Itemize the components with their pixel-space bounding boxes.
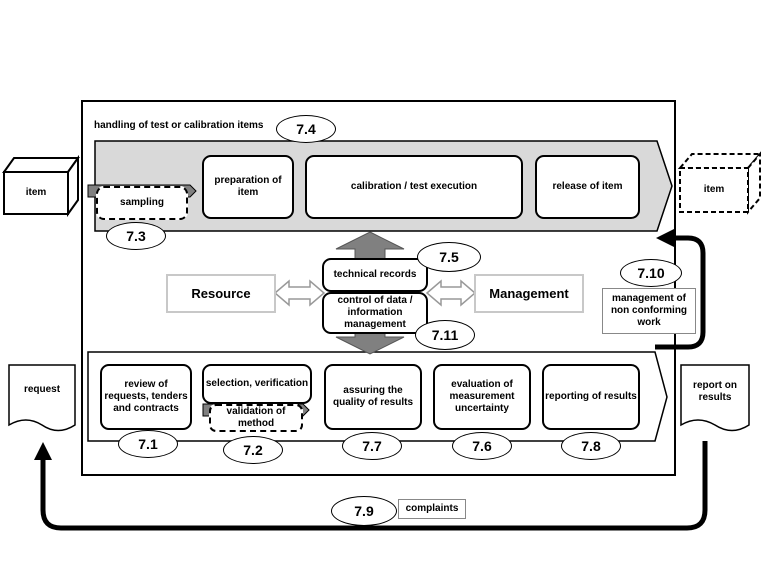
resource-label: Resource — [191, 285, 251, 301]
clause-7-3: 7.3 — [106, 222, 166, 250]
clause-7-4: 7.4 — [276, 115, 336, 143]
clause-7-8: 7.8 — [561, 432, 621, 460]
technical-records-box: technical records — [322, 258, 428, 292]
evaluation-box: evaluation of measurement uncertainty — [433, 364, 531, 430]
assuring-box: assuring the quality of results — [324, 364, 422, 430]
nonconforming-arrowhead — [656, 229, 674, 247]
nonconforming-feedback-arrow — [655, 235, 706, 350]
request-document — [8, 364, 76, 432]
clause-7-10: 7.10 — [620, 259, 682, 287]
item-out-label: item — [703, 184, 725, 195]
management-frame — [474, 274, 584, 313]
item-in-label: item — [25, 187, 47, 198]
item-out-cube — [677, 151, 763, 215]
review-box: review of requests, tenders and contract… — [100, 364, 192, 430]
request-label: request — [23, 384, 61, 395]
right-double-arrow — [425, 279, 477, 307]
release-box: release of item — [535, 155, 640, 219]
clause-7-1: 7.1 — [118, 430, 178, 458]
sampling-box: sampling — [96, 186, 188, 220]
clause-7-5: 7.5 — [417, 242, 481, 272]
clause-7-2: 7.2 — [223, 436, 283, 464]
left-double-arrow — [273, 279, 326, 307]
report-document — [680, 364, 750, 432]
complaints-arrowhead — [34, 442, 52, 460]
management-label: Management — [489, 285, 569, 301]
validation-box: validation of method — [209, 404, 303, 432]
handling-title: handling of test or calibration items — [94, 120, 264, 131]
complaints-loop-arrow — [40, 441, 708, 531]
clause-7-9: 7.9 — [331, 496, 397, 526]
selection-box: selection, verification — [202, 364, 312, 404]
preparation-box: preparation of item — [202, 155, 294, 219]
clause-7-7: 7.7 — [342, 432, 402, 460]
clause-7-11: 7.11 — [415, 320, 475, 350]
reporting-box: reporting of results — [542, 364, 640, 430]
report-label: report on results — [693, 380, 737, 403]
resource-frame — [166, 274, 276, 313]
control-data-box: control of data / information management — [322, 292, 428, 334]
nonconforming-label: management of non conforming work — [602, 288, 696, 334]
clause-7-6: 7.6 — [452, 432, 512, 460]
complaints-label: complaints — [398, 499, 466, 519]
item-in-cube — [2, 154, 80, 218]
execution-box: calibration / test execution — [305, 155, 523, 219]
